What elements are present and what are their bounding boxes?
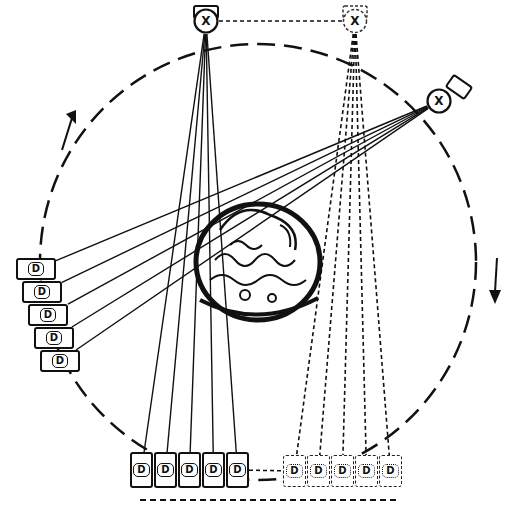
detector-box: D bbox=[379, 455, 402, 487]
xray-beam bbox=[68, 107, 428, 304]
detector-box: D bbox=[331, 455, 354, 487]
xray-beam bbox=[190, 34, 205, 452]
xray-tube: X bbox=[426, 88, 452, 114]
dashed-beam bbox=[249, 470, 283, 472]
detector-box: D bbox=[355, 455, 378, 487]
gantry-path bbox=[40, 44, 476, 480]
detector-label: D bbox=[334, 464, 350, 478]
detector-box: D bbox=[16, 258, 56, 280]
detector-label: D bbox=[40, 308, 56, 322]
xray-beam bbox=[62, 107, 427, 283]
detector-box: D bbox=[283, 455, 306, 487]
detector-box: D bbox=[22, 281, 62, 303]
translation-line bbox=[140, 499, 400, 501]
detector-label: D bbox=[286, 464, 302, 478]
xray-beam bbox=[72, 108, 428, 327]
rotation-arrow bbox=[495, 258, 497, 292]
detector-label: D bbox=[358, 464, 374, 478]
detector-box: D bbox=[34, 327, 74, 349]
dashed-beam bbox=[320, 34, 354, 455]
detector-label: D bbox=[157, 463, 173, 477]
detector-label: D bbox=[181, 463, 197, 477]
tube-label: X bbox=[201, 15, 210, 27]
tube-label: X bbox=[434, 95, 443, 107]
detector-box: D bbox=[28, 304, 68, 326]
detector-label: D bbox=[46, 331, 62, 345]
detector-label: D bbox=[34, 285, 50, 299]
dashed-beam bbox=[219, 21, 342, 22]
patient-cross-section bbox=[196, 204, 320, 320]
xray-tube: X bbox=[342, 8, 368, 34]
dashed-beam bbox=[343, 34, 355, 455]
rotation-arrow bbox=[62, 118, 72, 150]
detector-box: D bbox=[130, 452, 153, 488]
tube-label: X bbox=[350, 15, 359, 27]
xray-beam bbox=[76, 108, 428, 350]
detector-label: D bbox=[133, 463, 149, 477]
rotation-arrowhead bbox=[489, 290, 501, 304]
xray-tube: X bbox=[193, 8, 219, 34]
rotation-arrowhead bbox=[66, 110, 76, 124]
detector-box: D bbox=[154, 452, 177, 488]
detector-label: D bbox=[310, 464, 326, 478]
detector-label: D bbox=[28, 262, 44, 276]
xray-beam bbox=[144, 34, 204, 452]
detector-box: D bbox=[307, 455, 330, 487]
xray-beam bbox=[56, 106, 427, 261]
detector-label: D bbox=[52, 354, 68, 368]
detector-box: D bbox=[40, 350, 80, 372]
detector-label: D bbox=[229, 463, 245, 477]
detector-box: D bbox=[178, 452, 201, 488]
detector-box: D bbox=[202, 452, 225, 488]
dashed-beam bbox=[356, 34, 389, 455]
detector-label: D bbox=[382, 464, 398, 478]
detector-label: D bbox=[205, 463, 221, 477]
xray-beam bbox=[167, 34, 205, 452]
detector-box: D bbox=[226, 452, 249, 488]
